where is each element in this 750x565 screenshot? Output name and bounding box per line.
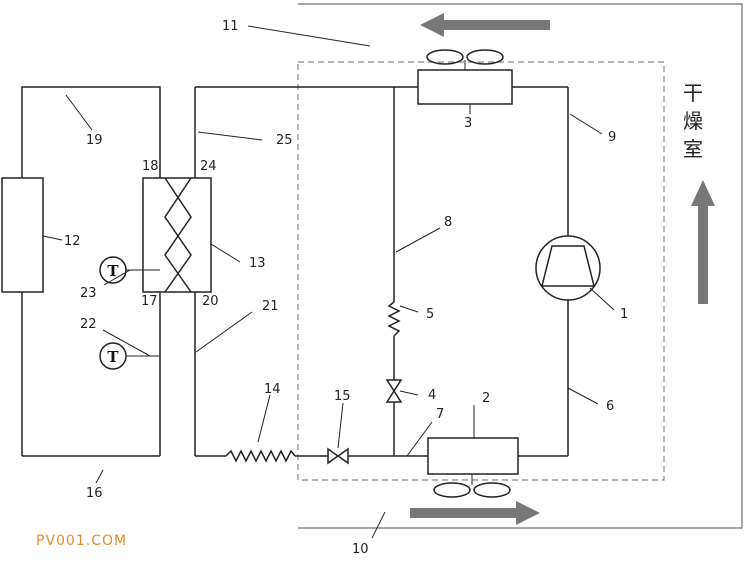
label-14: 14 xyxy=(264,382,281,397)
compressor-1 xyxy=(535,235,601,301)
label-17: 17 xyxy=(141,294,158,309)
drying-room-label-3: 室 xyxy=(683,137,703,161)
label-24: 24 xyxy=(200,159,217,174)
valve-4 xyxy=(385,379,403,403)
heat-pump-unit-boundary xyxy=(297,61,665,481)
thermometer-22: T xyxy=(99,342,160,370)
drying-room-label-2: 燥 xyxy=(683,109,703,133)
label-21: 21 xyxy=(262,299,279,314)
label-7: 7 xyxy=(436,407,444,422)
condenser-3 xyxy=(417,69,513,105)
label-2: 2 xyxy=(482,391,490,406)
label-4: 4 xyxy=(428,388,436,403)
label-22: 22 xyxy=(80,317,97,332)
pipe-19 xyxy=(21,86,161,178)
fan-top-icon xyxy=(426,49,504,70)
label-20: 20 xyxy=(202,294,219,309)
label-1: 1 xyxy=(620,307,628,322)
label-5: 5 xyxy=(426,307,434,322)
label-23: 23 xyxy=(80,286,97,301)
watermark-text: PV001.COM xyxy=(36,533,127,549)
heat-exchanger-13 xyxy=(142,177,212,293)
airflow-arrow-top xyxy=(420,13,550,37)
evaporator-2 xyxy=(427,437,519,475)
label-12: 12 xyxy=(64,234,81,249)
label-25: 25 xyxy=(276,133,293,148)
label-13: 13 xyxy=(249,256,266,271)
heat-exchanger-12 xyxy=(1,177,44,293)
label-10: 10 xyxy=(352,542,369,557)
airflow-arrow-right xyxy=(691,180,715,304)
label-8: 8 xyxy=(444,215,452,230)
label-19: 19 xyxy=(86,133,103,148)
label-15: 15 xyxy=(334,389,351,404)
label-18: 18 xyxy=(142,159,159,174)
airflow-arrow-bottom xyxy=(410,501,540,525)
label-16: 16 xyxy=(86,486,103,501)
fan-bottom-icon xyxy=(433,474,511,498)
label-3: 3 xyxy=(464,116,472,131)
thermometer-23: T xyxy=(99,256,160,284)
thermometer-22-symbol: T xyxy=(107,348,119,366)
capillary-14 xyxy=(225,449,296,463)
throttle-5 xyxy=(387,301,401,337)
thermometer-23-symbol: T xyxy=(107,262,119,280)
label-11: 11 xyxy=(222,19,239,34)
valve-15 xyxy=(327,447,349,465)
drying-room-label-1: 干 xyxy=(683,81,703,105)
leader-lines xyxy=(42,25,615,539)
drying-room-wall xyxy=(298,3,743,529)
label-6: 6 xyxy=(606,399,614,414)
label-9: 9 xyxy=(608,130,616,145)
